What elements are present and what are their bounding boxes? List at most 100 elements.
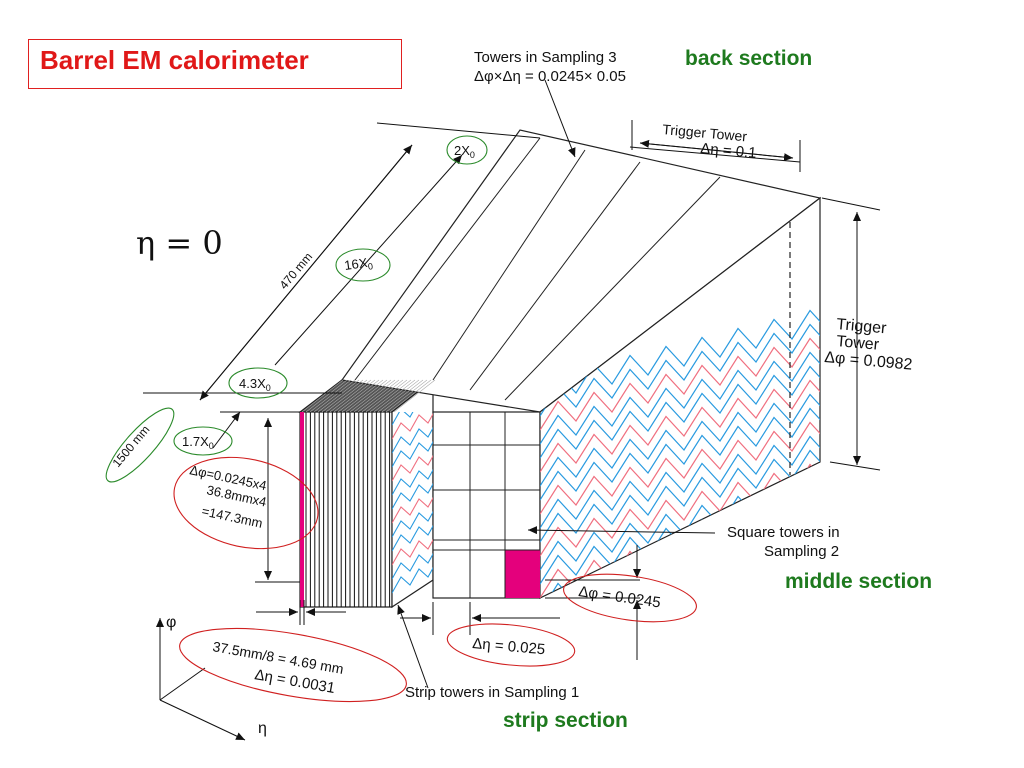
middle-section-label: middle section bbox=[785, 570, 933, 593]
side-wave bbox=[540, 393, 820, 487]
strip-top-hatch-line bbox=[301, 379, 344, 413]
strip-lines bbox=[305, 412, 391, 607]
side-wave bbox=[540, 323, 820, 417]
side-wave bbox=[540, 589, 820, 598]
ellipse-deta-middle bbox=[446, 623, 576, 667]
length-1500mm: 1500 mm bbox=[110, 423, 153, 470]
strip-wave bbox=[392, 448, 433, 482]
diagram-title: Barrel EM calorimeter bbox=[40, 45, 309, 75]
ellipse-4-3x0 bbox=[228, 367, 288, 399]
side-wave bbox=[540, 449, 820, 543]
deta-middle-label: Δη = 0.025 bbox=[472, 635, 546, 658]
title-box bbox=[28, 39, 402, 89]
side-wave bbox=[540, 407, 820, 501]
strip-top-hatch-line bbox=[317, 379, 360, 413]
trigger-tower-right-line2: Tower bbox=[836, 333, 881, 354]
top-face-lines bbox=[354, 137, 721, 401]
strip-top-hatch-line bbox=[385, 379, 428, 413]
side-wave bbox=[540, 421, 820, 515]
strip-top-hatch-line bbox=[381, 379, 424, 413]
dphi-strip-line3: =147.3mm bbox=[200, 503, 264, 531]
dphi-middle-label: Δφ = 0.0245 bbox=[577, 583, 661, 611]
side-wave bbox=[540, 619, 828, 711]
strip-top-hatch-line bbox=[329, 379, 372, 413]
strip-top-hatch-line bbox=[393, 379, 436, 413]
strip-wave bbox=[392, 476, 433, 510]
strip-wave bbox=[392, 518, 433, 552]
svg-text:2X0: 2X0 bbox=[454, 143, 475, 160]
strip-top-hatch-line bbox=[369, 379, 412, 413]
strip-wave bbox=[392, 560, 433, 594]
strip-top-hatch-line bbox=[341, 379, 384, 413]
strip-top-hatch-line bbox=[361, 379, 404, 413]
strip-top-hatch-line bbox=[377, 379, 420, 413]
ellipse-1-7x0 bbox=[173, 426, 233, 456]
strip-top-hatch-line bbox=[325, 379, 368, 413]
back-section-label: back section bbox=[685, 47, 813, 70]
strip-wave bbox=[392, 420, 433, 454]
eta-zero-label: η = 0 bbox=[136, 224, 223, 262]
side-wave bbox=[540, 435, 820, 529]
strip-top-hatch-line bbox=[305, 379, 348, 413]
strip-wave bbox=[392, 434, 433, 468]
strip-top-hatch-line bbox=[309, 379, 352, 413]
strip-top-hatch-line bbox=[373, 379, 416, 413]
dimension-lines bbox=[143, 79, 881, 741]
trigger-tower-right-line1: Trigger bbox=[836, 316, 888, 337]
strip-top-hatch-line bbox=[345, 379, 388, 413]
side-wave bbox=[540, 647, 828, 739]
towers-s3-line2: Δφ×Δη = 0.0245× 0.05 bbox=[474, 68, 626, 85]
highlight-ellipses bbox=[105, 135, 697, 703]
strip-wave bbox=[392, 504, 433, 538]
trigger-tower-top-line2: Δη = 0.1 bbox=[700, 140, 758, 162]
side-wave bbox=[540, 365, 820, 459]
ellipse-dphi-middle bbox=[563, 573, 697, 623]
strip-top-hatch-line bbox=[337, 379, 380, 413]
svg-text:16X0: 16X0 bbox=[343, 254, 373, 275]
x0-16-label: 16X0 bbox=[343, 254, 373, 275]
strip-magenta-edge bbox=[300, 412, 304, 607]
strip-top-hatch bbox=[301, 379, 436, 413]
strip-top-hatch-line bbox=[365, 379, 408, 413]
svg-text:1.7X0: 1.7X0 bbox=[182, 434, 214, 451]
side-wave bbox=[540, 633, 828, 725]
strip-top-hatch-line bbox=[389, 379, 432, 413]
strip-wave bbox=[392, 532, 433, 566]
side-wave bbox=[540, 661, 828, 753]
square-towers-line1: Square towers in bbox=[727, 524, 840, 541]
strip-top-hatch-line bbox=[313, 379, 356, 413]
x0-2-label: 2X0 bbox=[454, 143, 475, 160]
strip-top-hatch-line bbox=[357, 379, 400, 413]
axis-phi-label: φ bbox=[166, 614, 176, 631]
magenta-cell bbox=[505, 550, 540, 598]
strip-top-hatch-line bbox=[353, 379, 396, 413]
strip-top-hatch-line bbox=[349, 379, 392, 413]
x0-17-label: 1.7X0 bbox=[182, 434, 214, 451]
towers-s3-line1: Towers in Sampling 3 bbox=[474, 49, 617, 66]
trigger-tower-right-line3: Δφ = 0.0982 bbox=[824, 349, 913, 374]
length-470mm: 470 mm bbox=[277, 250, 316, 292]
side-wave bbox=[540, 351, 820, 445]
square-towers-line2: Sampling 2 bbox=[764, 543, 839, 560]
svg-text:4.3X0: 4.3X0 bbox=[239, 376, 271, 393]
ellipse-2x0 bbox=[446, 135, 488, 165]
strip-wave-pattern bbox=[392, 412, 433, 594]
ellipse-strip-width bbox=[179, 627, 407, 703]
strip-wave bbox=[392, 546, 433, 580]
axis-eta-label: η bbox=[258, 720, 267, 737]
side-wave bbox=[540, 463, 820, 557]
side-wave bbox=[540, 337, 820, 431]
middle-grid bbox=[433, 412, 540, 598]
side-wave bbox=[540, 379, 820, 473]
ellipse-1500mm bbox=[105, 407, 175, 483]
strip-wave bbox=[392, 490, 433, 524]
x0-43-label: 4.3X0 bbox=[239, 376, 271, 393]
strip-wave bbox=[392, 412, 433, 440]
strip-towers-label: Strip towers in Sampling 1 bbox=[405, 684, 579, 701]
trigger-tower-top-line1: Trigger Tower bbox=[662, 121, 748, 144]
ellipse-16x0 bbox=[335, 248, 391, 282]
strip-section-label: strip section bbox=[503, 709, 628, 732]
strip-top-hatch-line bbox=[321, 379, 364, 413]
strip-top-hatch-line bbox=[333, 379, 376, 413]
